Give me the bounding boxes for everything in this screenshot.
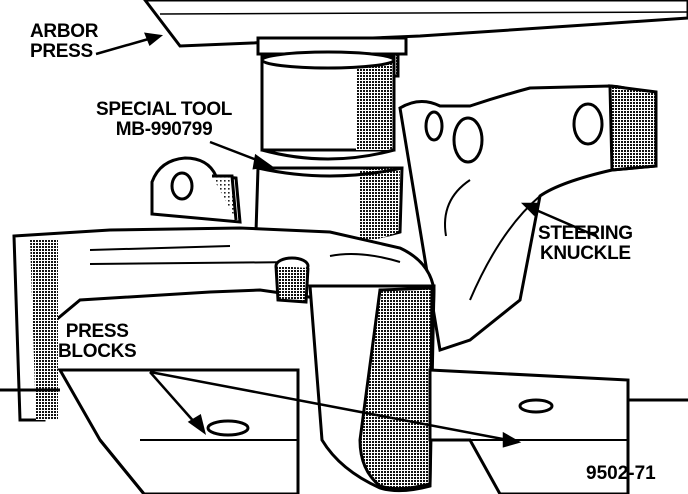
- press-blocks: [0, 368, 688, 494]
- hub-flange: [12, 226, 436, 422]
- press-blocks-label-line1: PRESS: [65, 321, 129, 342]
- special-tool-cylinder: [254, 50, 404, 244]
- special-tool-label: SPECIAL TOOL MB-990799: [96, 100, 232, 140]
- steering-knuckle-label: STEERING KNUCKLE: [538, 224, 633, 264]
- press-blocks-label: PRESS BLOCKS: [58, 321, 137, 362]
- special-tool-label-line2: MB-990799: [115, 119, 213, 140]
- arbor-press-body: [143, 0, 688, 48]
- arbor-press-label-line1: ARBOR: [30, 21, 99, 42]
- knuckle-ear-left: [150, 156, 242, 224]
- leader-arrows: [95, 32, 597, 448]
- steering-knuckle: [398, 84, 658, 352]
- press-blocks-label-line2: BLOCKS: [58, 341, 137, 362]
- steering-knuckle-label-line1: STEERING: [538, 223, 633, 244]
- arbor-press-label-line2: PRESS: [30, 41, 93, 62]
- special-tool-label-line1: SPECIAL TOOL: [96, 99, 233, 120]
- arbor-press-label: ARBOR PRESS: [30, 22, 98, 62]
- figure-number: 9502-71: [586, 463, 656, 484]
- steering-knuckle-label-line2: KNUCKLE: [539, 243, 631, 264]
- knuckle-flange-front: [308, 284, 436, 493]
